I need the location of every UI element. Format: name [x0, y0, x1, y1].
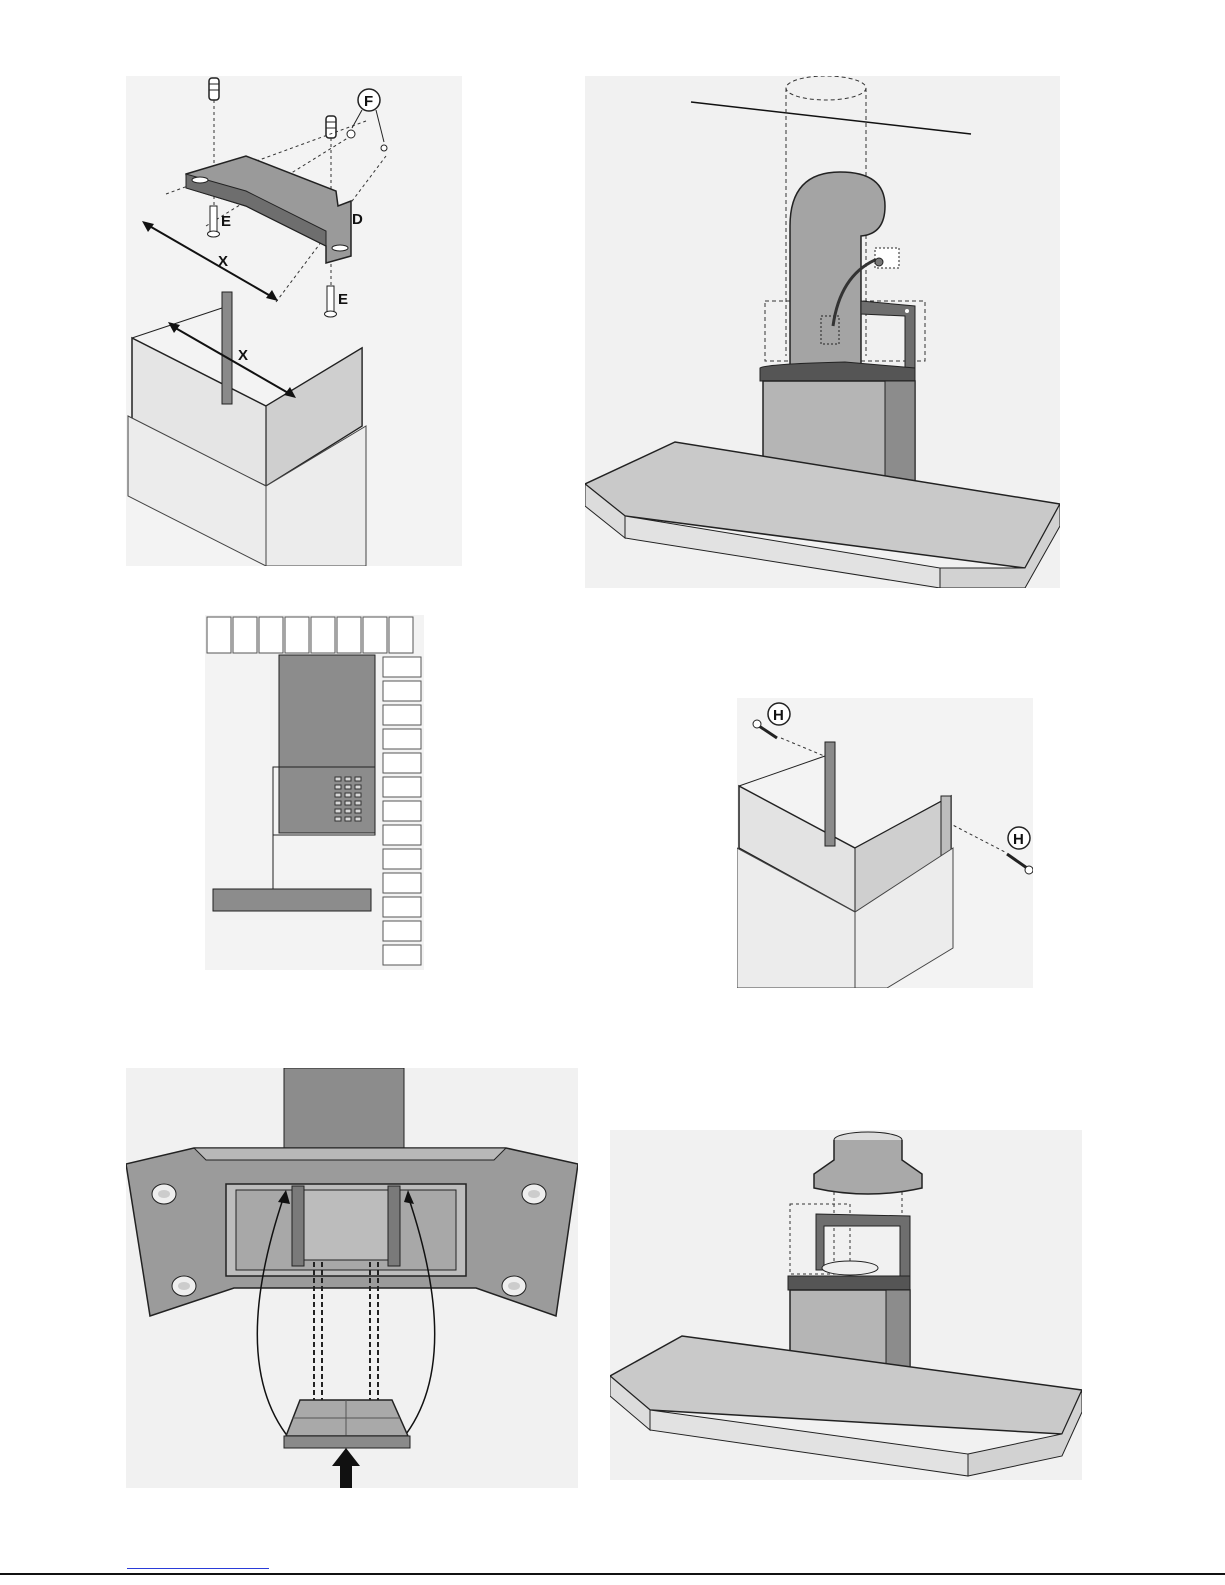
- figure-carbon-filter: [126, 1068, 578, 1488]
- hood-lamp-bottom-right: [502, 1276, 526, 1296]
- label-x-lower: X: [238, 347, 248, 364]
- wall-section-drawing: [205, 615, 424, 970]
- carbon-filter: [284, 1400, 410, 1448]
- chimney-column: [284, 1068, 404, 1150]
- label-x-upper: X: [218, 253, 228, 270]
- hood-lamp-top-right: [522, 1184, 546, 1204]
- wall-plug-right: [326, 116, 336, 138]
- label-d: D: [352, 211, 363, 228]
- screw-f-2: [381, 145, 387, 151]
- figure-duct-connection: [585, 76, 1060, 588]
- wall-plug-left: [209, 78, 219, 100]
- chimney-screws-drawing: H H: [737, 698, 1033, 988]
- hood-body-section: [213, 889, 371, 911]
- duct-connection-drawing: [585, 76, 1060, 588]
- reducer-collar-drawing: [610, 1130, 1082, 1480]
- label-e-lower: E: [338, 291, 348, 308]
- label-h-right: H: [1013, 831, 1024, 848]
- carbon-filter-drawing: [126, 1068, 578, 1488]
- label-h-left-callout: H: [768, 703, 790, 725]
- footer-rule: [0, 1573, 1225, 1575]
- hood-lamp-bottom-left: [172, 1276, 196, 1296]
- figure-wall-section: [205, 615, 424, 970]
- figure-reducer-collar: [610, 1130, 1082, 1480]
- figure-chimney-screws: H H: [737, 698, 1033, 988]
- hood-lamp-top-left: [152, 1184, 176, 1204]
- chimney-duct: [279, 655, 375, 833]
- footer-link-underline: [127, 1568, 269, 1569]
- label-f: F: [364, 93, 373, 110]
- label-h-right-callout: H: [1008, 827, 1030, 849]
- screw-f-1: [347, 130, 355, 138]
- label-e-upper: E: [221, 213, 231, 230]
- label-h-left: H: [773, 707, 784, 724]
- bracket-install-drawing: F D E E X: [126, 76, 462, 566]
- power-socket: [875, 248, 899, 268]
- figure-bracket-install: F D E E X: [126, 76, 462, 566]
